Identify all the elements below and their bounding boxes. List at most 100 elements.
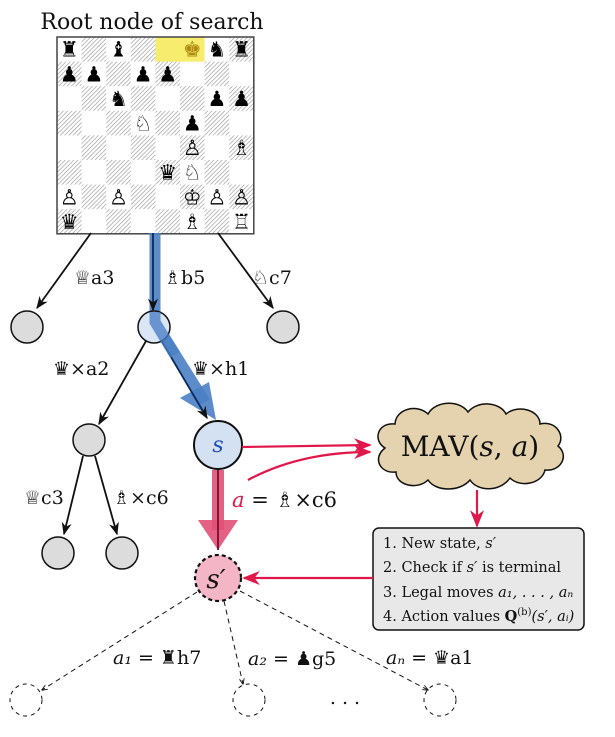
piece-black-pawn-a7[interactable]: ♟: [60, 62, 79, 86]
board-square-h3[interactable]: [229, 160, 255, 185]
board-square-f6[interactable]: [180, 86, 205, 112]
board-square-g6[interactable]: [204, 86, 230, 112]
piece-black-bishop-c8[interactable]: ♝: [109, 38, 128, 62]
board-square-f2[interactable]: [180, 184, 205, 210]
piece-black-pawn-e7[interactable]: ♟: [158, 62, 177, 86]
board-square-e8[interactable]: [155, 37, 181, 62]
board-square-h1[interactable]: [229, 209, 255, 235]
board-square-b8[interactable]: [81, 37, 107, 62]
board-square-b1[interactable]: [81, 209, 107, 235]
board-square-d1[interactable]: [130, 209, 156, 235]
node-leaf-left[interactable]: [41, 536, 75, 570]
board-square-a1[interactable]: [57, 209, 82, 235]
board-square-b3[interactable]: [81, 160, 107, 185]
board-square-f1[interactable]: [180, 209, 205, 235]
board-square-c2[interactable]: [106, 184, 132, 210]
board-square-b2[interactable]: [81, 184, 107, 210]
piece-black-rook-h8[interactable]: ♜: [232, 38, 251, 62]
board-square-e1[interactable]: [155, 209, 181, 235]
piece-white-rook-h1[interactable]: ♖: [232, 210, 251, 234]
board-square-h8[interactable]: [229, 37, 255, 62]
board-square-d7[interactable]: [130, 61, 156, 87]
piece-black-pawn-d7[interactable]: ♟: [134, 62, 153, 86]
piece-white-pawn-f4[interactable]: ♙: [183, 136, 202, 160]
board-square-f4[interactable]: [180, 135, 205, 161]
board-square-b4[interactable]: [81, 135, 107, 161]
board-square-f5[interactable]: [180, 110, 205, 136]
node-child-a2[interactable]: [232, 683, 266, 717]
board-square-h2[interactable]: [229, 184, 255, 210]
board-square-h7[interactable]: [229, 61, 255, 87]
board-square-d5[interactable]: [130, 110, 156, 136]
board-square-g4[interactable]: [204, 135, 230, 161]
node-s[interactable]: [193, 420, 243, 470]
board-square-c5[interactable]: [106, 110, 132, 136]
board-square-e3[interactable]: [155, 160, 181, 185]
board-square-b5[interactable]: [81, 110, 107, 136]
piece-black-pawn-h6[interactable]: ♟: [232, 87, 251, 111]
piece-black-knight-c6[interactable]: ♞: [109, 87, 128, 111]
board-square-a8[interactable]: [57, 37, 82, 62]
board-square-e6[interactable]: [155, 86, 181, 112]
board-square-f8[interactable]: [180, 37, 205, 62]
board-square-g1[interactable]: [204, 209, 230, 235]
board-square-b7[interactable]: [81, 61, 107, 87]
piece-black-pawn-b7[interactable]: ♟: [84, 62, 103, 86]
node-root-left-child[interactable]: [10, 310, 44, 344]
piece-white-bishop-h4[interactable]: ♗: [232, 136, 251, 160]
board-square-d2[interactable]: [130, 184, 156, 210]
board-square-g3[interactable]: [204, 160, 230, 185]
board-square-h5[interactable]: [229, 110, 255, 136]
node-child-a1[interactable]: [9, 683, 43, 717]
board-square-f7[interactable]: [180, 61, 205, 87]
board-square-e4[interactable]: [155, 135, 181, 161]
board-square-e2[interactable]: [155, 184, 181, 210]
node-leaf-right[interactable]: [105, 536, 139, 570]
board-square-a5[interactable]: [57, 110, 82, 136]
board-square-e5[interactable]: [155, 110, 181, 136]
board-square-c4[interactable]: [106, 135, 132, 161]
board-square-h6[interactable]: [229, 86, 255, 112]
board-square-c6[interactable]: [106, 86, 132, 112]
node-s-prime[interactable]: [193, 553, 243, 603]
piece-black-rook-a8[interactable]: ♜: [60, 38, 79, 62]
piece-black-knight-g8[interactable]: ♞: [207, 38, 226, 62]
board-square-c3[interactable]: [106, 160, 132, 185]
board-square-b6[interactable]: [81, 86, 107, 112]
piece-white-pawn-a2[interactable]: ♙: [60, 185, 79, 209]
board-square-d4[interactable]: [130, 135, 156, 161]
piece-black-queen-e3[interactable]: ♛: [158, 161, 177, 185]
board-square-d8[interactable]: [130, 37, 156, 62]
board-square-a6[interactable]: [57, 86, 82, 112]
piece-black-pawn-g6[interactable]: ♟: [207, 87, 226, 111]
piece-white-knight-f3[interactable]: ♘: [183, 161, 202, 185]
board-square-c8[interactable]: [106, 37, 132, 62]
board-square-a3[interactable]: [57, 160, 82, 185]
piece-white-pawn-c2[interactable]: ♙: [109, 185, 128, 209]
piece-black-pawn-f5[interactable]: ♟: [183, 111, 202, 135]
board-square-e7[interactable]: [155, 61, 181, 87]
piece-white-knight-d5[interactable]: ♘: [134, 111, 153, 135]
board-square-g2[interactable]: [204, 184, 230, 210]
node-level2-left[interactable]: [72, 423, 106, 457]
board-square-g8[interactable]: [204, 37, 230, 62]
board-square-a7[interactable]: [57, 61, 82, 87]
piece-white-bishop-f1[interactable]: ♗: [183, 210, 202, 234]
piece-white-pawn-g2[interactable]: ♙: [207, 185, 226, 209]
board-square-d3[interactable]: [130, 160, 156, 185]
board-square-f3[interactable]: [180, 160, 205, 185]
board-square-g5[interactable]: [204, 110, 230, 136]
board-square-c1[interactable]: [106, 209, 132, 235]
piece-white-king-f2[interactable]: ♔: [183, 185, 202, 209]
board-square-a2[interactable]: [57, 184, 82, 210]
piece-black-king-f8[interactable]: ♚: [183, 38, 202, 62]
board-square-h4[interactable]: [229, 135, 255, 161]
piece-white-pawn-h2[interactable]: ♙: [232, 185, 251, 209]
node-child-an[interactable]: [423, 683, 457, 717]
piece-black-queen-a1[interactable]: ♛: [60, 210, 79, 234]
board-square-a4[interactable]: [57, 135, 82, 161]
board-square-d6[interactable]: [130, 86, 156, 112]
board-square-c7[interactable]: [106, 61, 132, 87]
board-square-g7[interactable]: [204, 61, 230, 87]
node-root-right-child[interactable]: [266, 310, 300, 344]
